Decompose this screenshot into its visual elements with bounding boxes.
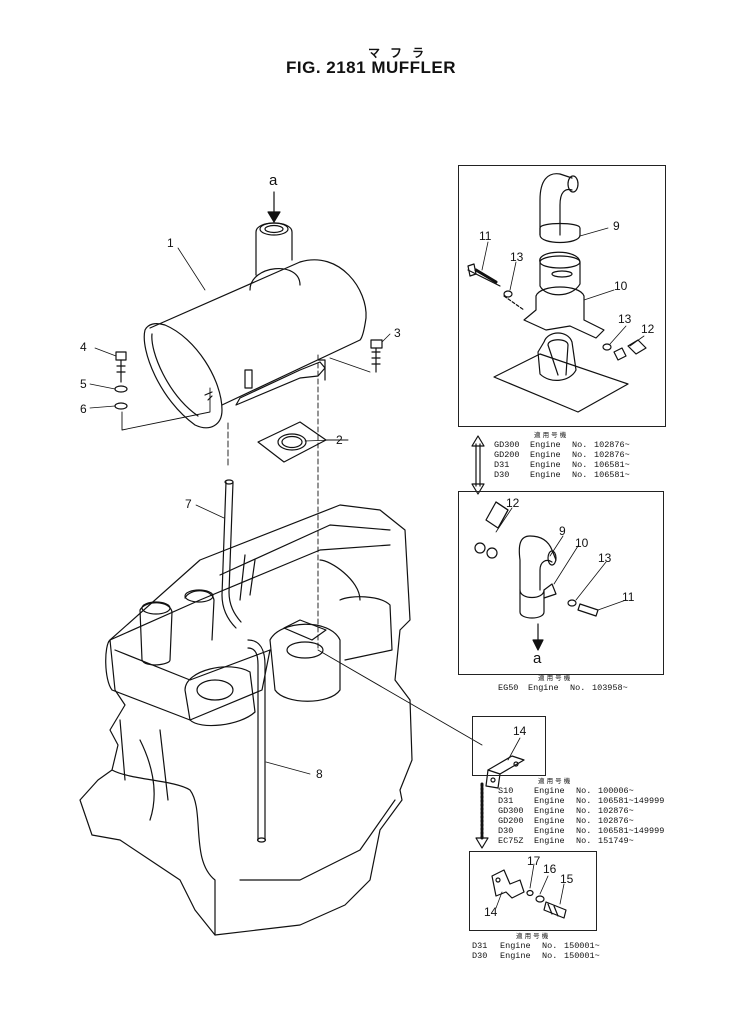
callout-box3-14: 14 <box>513 724 527 738</box>
callout-box1-13a: 13 <box>510 250 524 264</box>
leader-lines <box>90 228 644 908</box>
callout-a-bottom: a <box>533 650 542 667</box>
callout-7: 7 <box>185 497 192 511</box>
bolt-3 <box>371 340 382 372</box>
callout-box4-16: 16 <box>543 862 557 876</box>
title-main: FIG. 2181 MUFFLER <box>286 58 457 77</box>
callout-box2-9: 9 <box>559 524 566 538</box>
box3-drawing <box>486 756 524 788</box>
washer-5 <box>115 386 127 392</box>
callout-box2-12: 12 <box>506 496 520 510</box>
callout-4: 4 <box>80 340 87 354</box>
callout-box1-13b: 13 <box>618 312 632 326</box>
callout-box1-9: 9 <box>613 219 620 233</box>
box1-drawing <box>468 174 646 412</box>
callout-3: 3 <box>394 326 401 340</box>
callout-box4-14: 14 <box>484 905 498 919</box>
callout-8: 8 <box>316 767 323 781</box>
detail-box-1 <box>458 165 666 427</box>
bolt-4 <box>116 352 126 382</box>
callout-box2-10: 10 <box>575 536 589 550</box>
gasket-2 <box>258 422 326 462</box>
title-kana: マフラ <box>368 46 435 60</box>
box2-drawing <box>475 502 598 650</box>
pipe-7 <box>222 480 241 628</box>
serial-note-header: 適 用 号 機 <box>534 431 567 439</box>
arrow-a-top <box>268 192 280 222</box>
washer-6 <box>115 403 127 409</box>
callout-box4-17: 17 <box>527 854 541 868</box>
serial-note-header: 適 用 号 機 <box>538 777 571 785</box>
callout-box1-10: 10 <box>614 279 628 293</box>
callout-5: 5 <box>80 377 87 391</box>
callout-1: 1 <box>167 236 174 250</box>
serial-note-header: 適 用 号 機 <box>516 932 549 940</box>
callout-box4-15: 15 <box>560 872 574 886</box>
swap-arrow-2 <box>476 784 488 848</box>
callout-6: 6 <box>80 402 87 416</box>
callout-box1-12: 12 <box>641 322 655 336</box>
detail-box-2 <box>458 491 664 675</box>
detail-box-3 <box>472 716 546 776</box>
swap-arrow-1 <box>472 436 484 494</box>
callout-a-top: a <box>269 172 278 189</box>
detail-box-4 <box>469 851 597 931</box>
callout-box2-11: 11 <box>622 590 635 604</box>
engine-block <box>80 505 412 935</box>
callout-box1-11: 11 <box>479 229 492 243</box>
box4-drawing <box>492 870 566 918</box>
serial-note-header: 適 用 号 機 <box>538 674 571 682</box>
pipe-8 <box>248 640 266 842</box>
callout-2: 2 <box>336 433 343 447</box>
muffler-drawing <box>144 223 366 428</box>
callout-box2-13: 13 <box>598 551 612 565</box>
